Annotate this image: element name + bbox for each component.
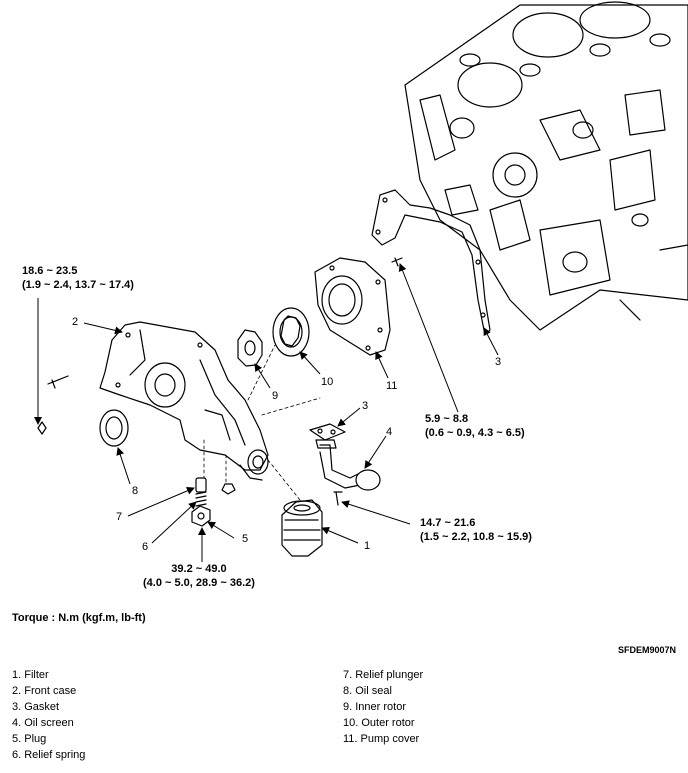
front-case xyxy=(99,321,269,481)
callout-3-screen-gasket: 3 xyxy=(362,400,369,412)
callout-10: 10 xyxy=(321,376,334,388)
torque-plug-alt: (4.0 ~ 5.0, 28.9 ~ 36.2) xyxy=(143,577,255,589)
callout-1: 1 xyxy=(364,540,371,552)
exploded-diagram xyxy=(34,1,688,562)
torque-gasket-bolts: 5.9 ~ 8.8 (0.6 ~ 0.9, 4.3 ~ 6.5) xyxy=(425,412,525,440)
callout-11: 11 xyxy=(386,380,398,392)
callout-6: 6 xyxy=(142,541,149,553)
figure-code: SFDEM9007N xyxy=(617,645,676,655)
torque-front-case-nm: 18.6 ~ 23.5 xyxy=(22,265,78,277)
torque-plug-nm: 39.2 ~ 49.0 xyxy=(171,563,227,575)
torque-oil-screen-alt: (1.5 ~ 2.2, 10.8 ~ 15.9) xyxy=(420,531,532,543)
gasket xyxy=(371,189,491,336)
callout-2: 2 xyxy=(72,316,79,328)
torque-plug: 39.2 ~ 49.0 (4.0 ~ 5.0, 28.9 ~ 36.2) xyxy=(143,562,255,590)
outer-rotor xyxy=(272,307,310,357)
callout-7: 7 xyxy=(116,511,123,523)
torque-oil-screen-nm: 14.7 ~ 21.6 xyxy=(420,517,476,529)
legend-item: 2. Front case xyxy=(12,685,77,697)
legend-item: 3. Gasket xyxy=(12,701,60,713)
legend-item: 7. Relief plunger xyxy=(343,669,424,681)
pump-cover xyxy=(314,257,391,356)
torque-front-case: 18.6 ~ 23.5 (1.9 ~ 2.4, 13.7 ~ 17.4) xyxy=(22,264,134,292)
engine-block xyxy=(404,1,688,331)
legend-item: 6. Relief spring xyxy=(12,749,86,761)
torque-front-case-alt: (1.9 ~ 2.4, 13.7 ~ 17.4) xyxy=(22,279,134,291)
torque-units-note: Torque : N.m (kgf.m, lb-ft) xyxy=(12,612,146,624)
legend-item: 5. Plug xyxy=(12,733,47,745)
callout-8: 8 xyxy=(132,485,139,497)
oil-filter xyxy=(281,499,323,557)
torque-gasket-bolts-alt: (0.6 ~ 0.9, 4.3 ~ 6.5) xyxy=(425,427,525,439)
legend-item: 10. Outer rotor xyxy=(343,717,415,729)
legend-item: 11. Pump cover xyxy=(343,733,420,745)
callout-4: 4 xyxy=(386,426,393,438)
parts-legend-left: 1. Filter 2. Front case 3. Gasket 4. Oil… xyxy=(12,667,85,763)
torque-oil-screen: 14.7 ~ 21.6 (1.5 ~ 2.2, 10.8 ~ 15.9) xyxy=(420,516,532,544)
callout-5: 5 xyxy=(242,533,249,545)
torque-gasket-bolts-nm: 5.9 ~ 8.8 xyxy=(425,413,469,425)
inner-rotor xyxy=(237,329,263,367)
oil-screen xyxy=(315,439,381,491)
legend-item: 8. Oil seal xyxy=(343,685,392,697)
legend-item: 4. Oil screen xyxy=(12,717,74,729)
parts-legend-right: 7. Relief plunger 8. Oil seal 9. Inner r… xyxy=(343,667,423,747)
legend-item: 9. Inner rotor xyxy=(343,701,406,713)
callout-3-gasket: 3 xyxy=(495,356,502,368)
legend-item: 1. Filter xyxy=(12,669,49,681)
callout-9: 9 xyxy=(272,390,279,402)
oil-seal xyxy=(99,409,129,447)
